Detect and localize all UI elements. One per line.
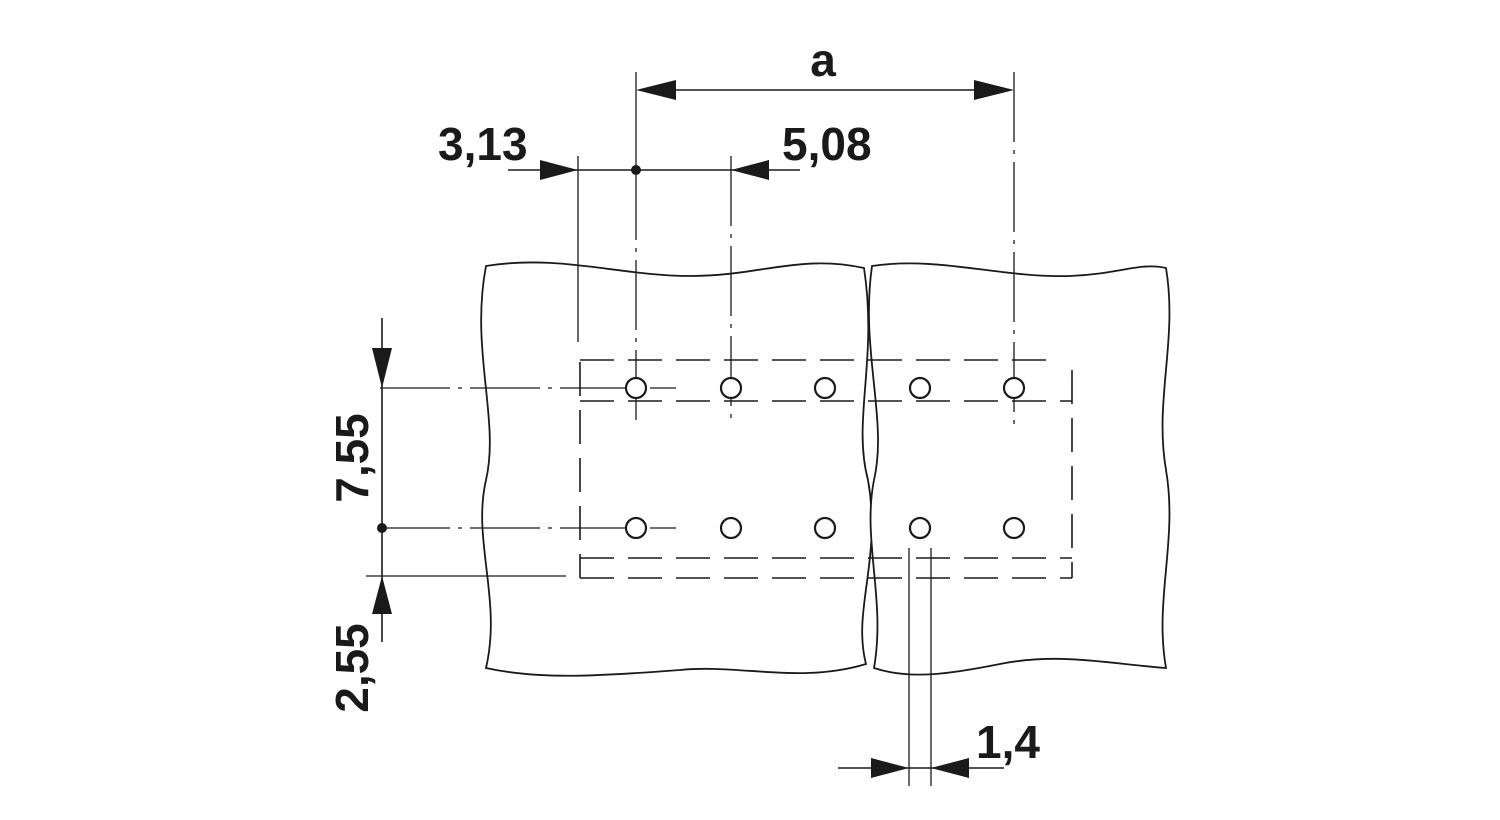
dimension-row-spacing-label: 7,55 (326, 413, 378, 503)
pcb-panel-right (868, 262, 1171, 676)
solder-hole (1002, 516, 1026, 540)
dimension-a-label: a (810, 34, 836, 86)
dimension-hole-diameter: 1,4 (838, 716, 1040, 778)
solder-hole (624, 376, 648, 400)
solder-hole (719, 376, 743, 400)
hole-row-top (624, 376, 1026, 400)
dimension-edge-offset-label: 3,13 (438, 118, 528, 170)
solder-hole (908, 376, 932, 400)
dimension-a: a (636, 34, 1014, 100)
solder-hole (1002, 376, 1026, 400)
dimension-edge-to-row-label: 2,55 (326, 623, 378, 713)
solder-hole (719, 516, 743, 540)
dimension-hole-diameter-label: 1,4 (976, 716, 1040, 768)
dimension-offset-pitch: 3,13 5,08 (438, 118, 872, 180)
dimension-row-spacing: 7,55 2,55 (326, 318, 392, 713)
hole-row-bottom (624, 516, 1026, 540)
solder-hole (624, 516, 648, 540)
solder-hole (813, 376, 837, 400)
pcb-panel-left (480, 261, 873, 677)
solder-hole (813, 516, 837, 540)
extension-lines (366, 72, 932, 786)
dimension-pitch-label: 5,08 (782, 118, 872, 170)
component-outline (579, 359, 1073, 579)
solder-hole (908, 516, 932, 540)
